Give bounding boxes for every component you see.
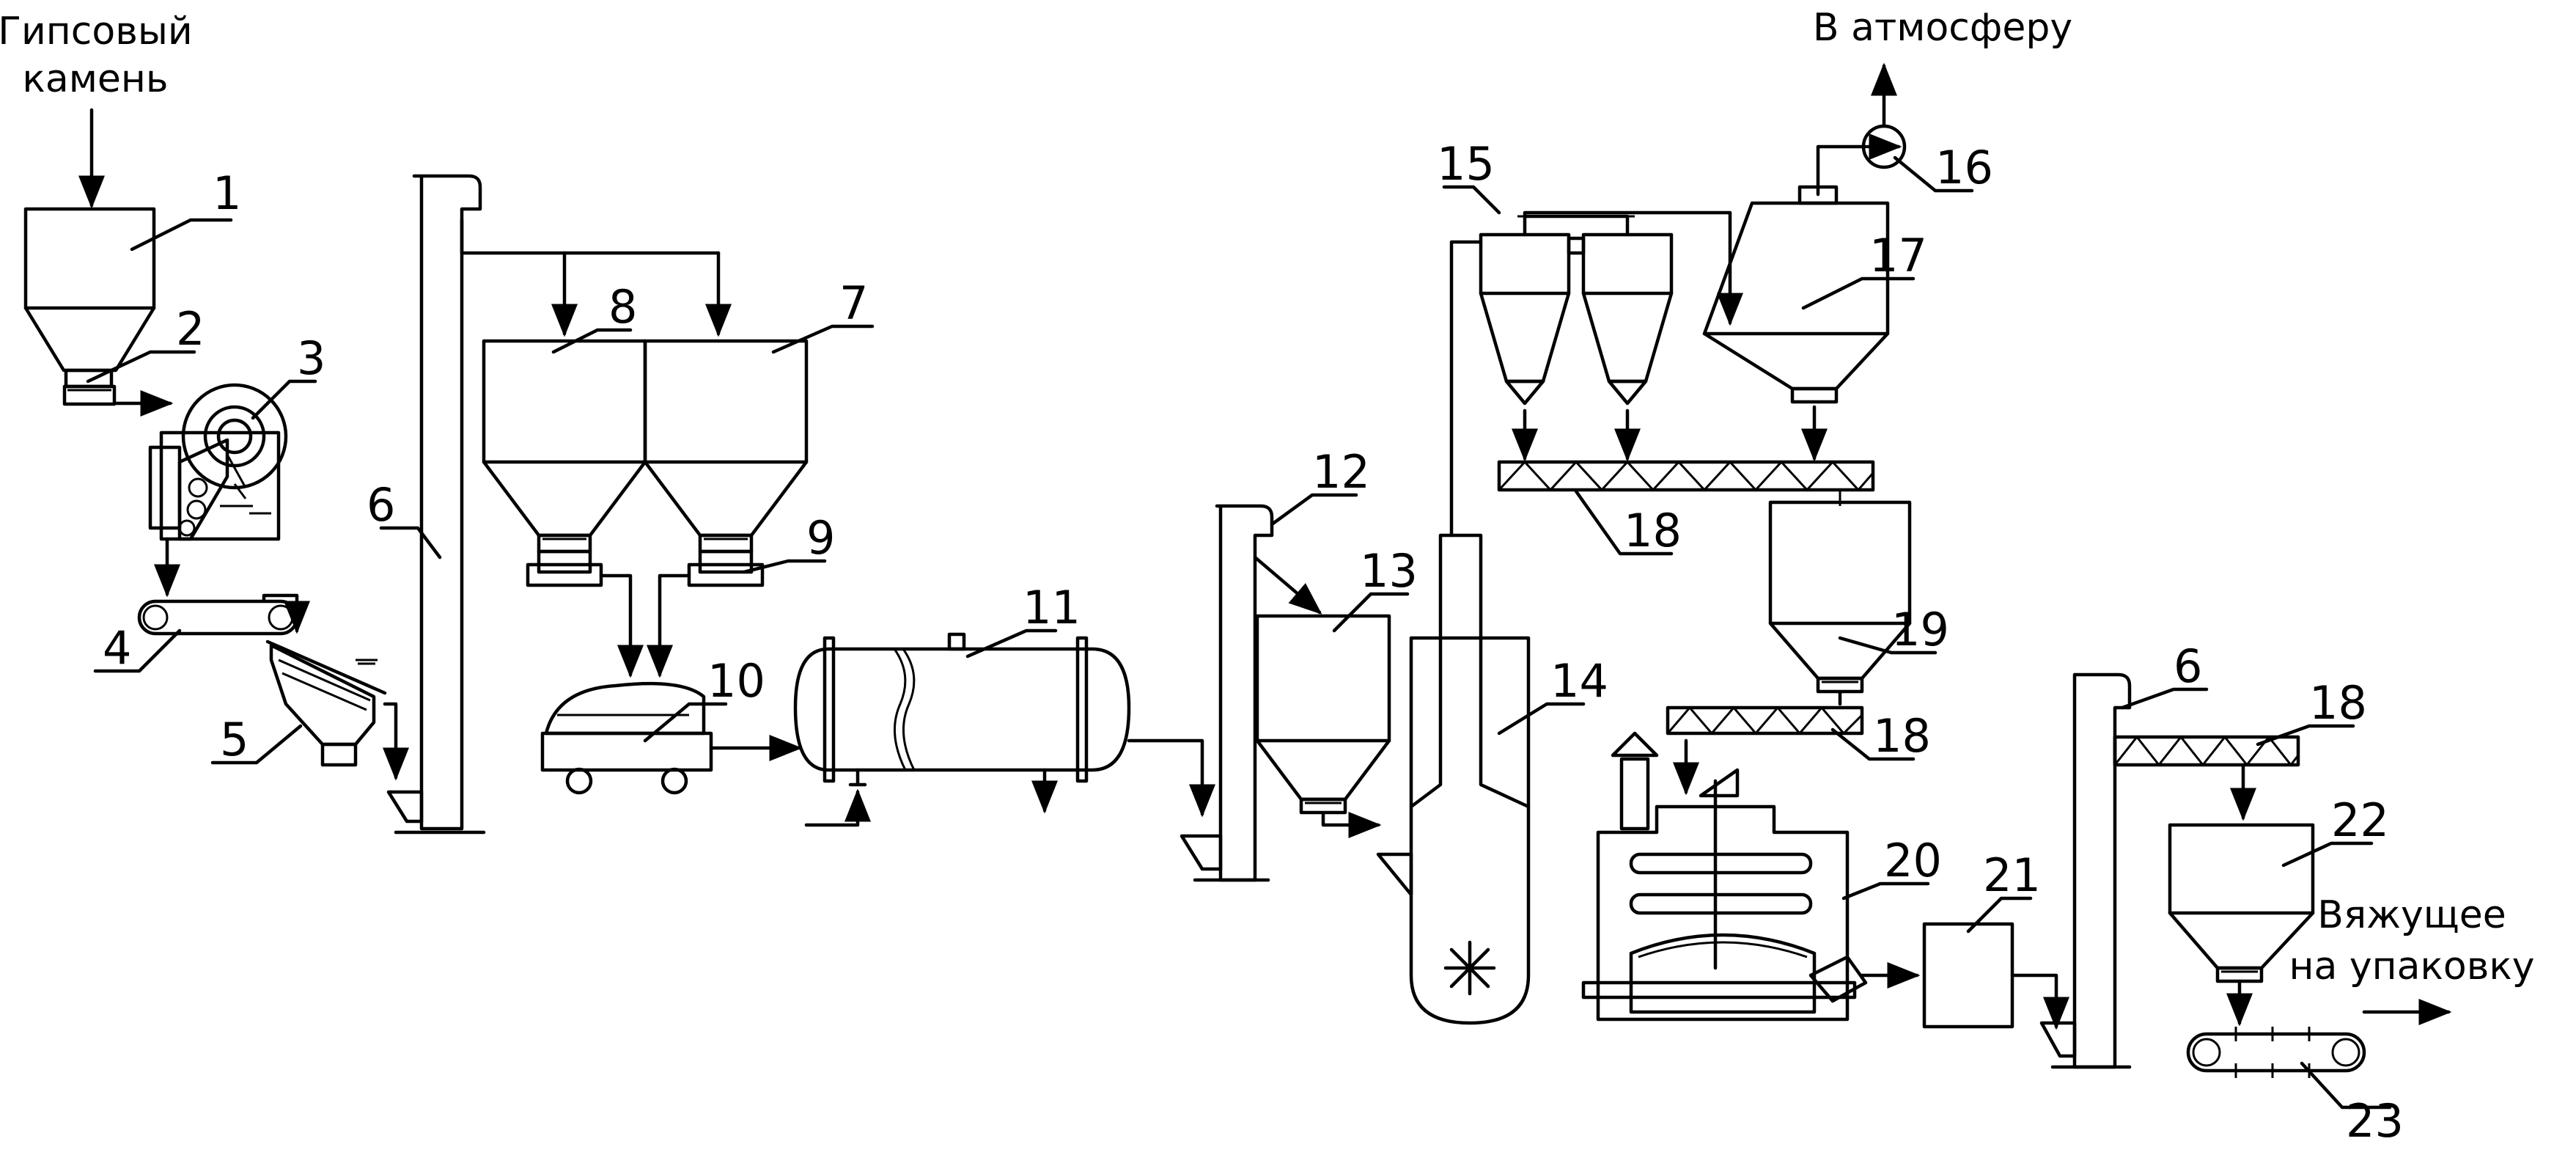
product-label-1: Вяжущее (2317, 893, 2506, 937)
label-3: 3 (297, 331, 325, 385)
belt-conveyor-4 (137, 593, 310, 636)
to-atmosphere-label: В атмосферу (1813, 6, 2072, 50)
bag-filter-17 (1702, 185, 1890, 462)
label-13: 13 (1360, 544, 1418, 598)
bunker-19 (1768, 500, 1912, 706)
leader-lines (86, 155, 2392, 1110)
unit-21 (1922, 922, 2069, 1030)
label-10: 10 (707, 654, 765, 708)
label-18a: 18 (1624, 504, 1682, 557)
label-2: 2 (176, 302, 205, 356)
chain-conveyor-23 (2186, 979, 2452, 1078)
label-15: 15 (1437, 137, 1495, 191)
bunker-8 (482, 339, 647, 574)
raw-material-label-2: камень (22, 57, 168, 101)
label-18c: 18 (2309, 676, 2367, 730)
raw-material-label-1: Гипсовый (0, 10, 193, 54)
product-label-2: на упаковку (2289, 945, 2534, 989)
bucket-elevator-6b (2039, 672, 2132, 1069)
feeder-2 (62, 384, 174, 417)
label-18b: 18 (1873, 709, 1931, 763)
label-23: 23 (2346, 1094, 2404, 1148)
gypsum-cooker-20 (1581, 731, 1921, 1022)
label-16: 16 (1935, 141, 1993, 194)
label-8: 8 (608, 280, 637, 334)
screw-conveyor-18c (2113, 735, 2300, 821)
autoclave-11 (793, 632, 1215, 827)
fan-16 (1816, 62, 1907, 197)
label-9: 9 (806, 511, 835, 565)
label-20: 20 (1884, 834, 1942, 887)
bucket-elevator-12 (1180, 504, 1322, 882)
cyclones-15 (1479, 210, 1730, 462)
label-21: 21 (1983, 848, 2041, 902)
label-12: 12 (1312, 445, 1370, 499)
screw-conveyor-18b (1666, 705, 1864, 796)
wagon-10 (540, 681, 803, 795)
label-1: 1 (213, 166, 241, 220)
bucket-elevator-6a (386, 174, 721, 835)
crusher-3 (148, 383, 288, 541)
label-6a: 6 (367, 478, 395, 532)
label-14: 14 (1550, 654, 1608, 708)
label-17: 17 (1869, 229, 1927, 282)
label-6b: 6 (2174, 639, 2202, 693)
feeders-9 (526, 562, 765, 678)
screen-5 (265, 639, 409, 781)
bunker-7 (643, 339, 809, 574)
label-11: 11 (1023, 581, 1081, 634)
label-19: 19 (1891, 603, 1949, 656)
bunker-22 (2168, 823, 2315, 983)
bunker-13 (1255, 614, 1391, 838)
screw-conveyor-18a (1497, 460, 1875, 506)
label-22: 22 (2331, 793, 2389, 847)
label-4: 4 (103, 621, 131, 675)
label-7: 7 (839, 276, 868, 330)
mill-dryer-14 (1376, 240, 1531, 1025)
label-5: 5 (220, 713, 249, 766)
